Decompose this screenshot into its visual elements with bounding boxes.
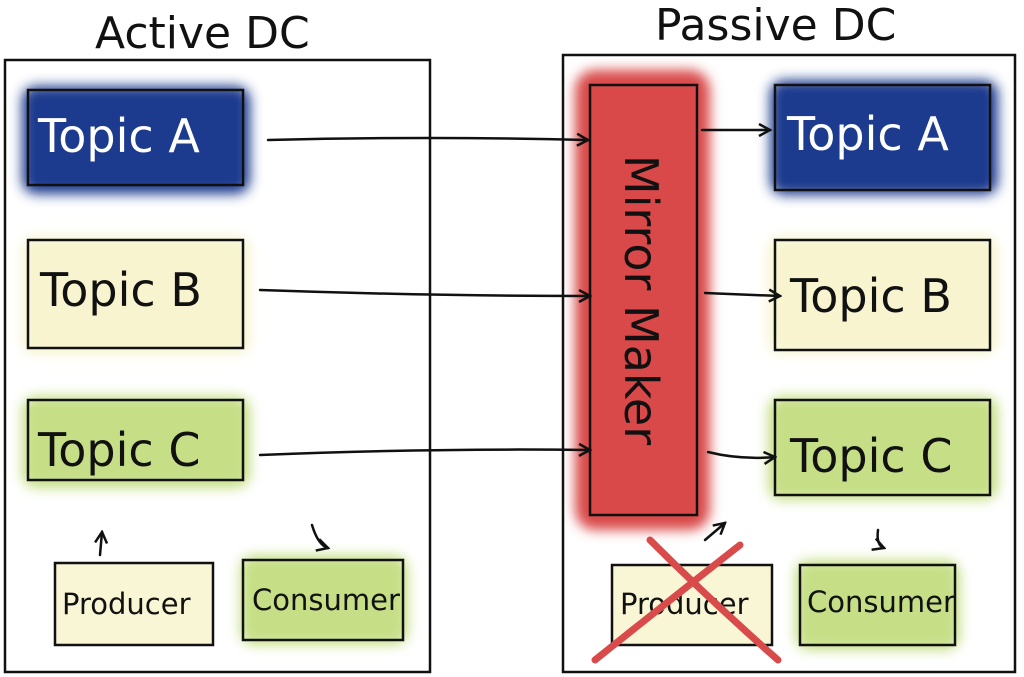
disabled-cross-icon (591, 536, 782, 664)
active-topic-b-label: Topic B (39, 263, 202, 317)
passive-dc-title: Passive DC (655, 0, 896, 51)
passive-topic-c-label: Topic C (789, 429, 952, 483)
passive-producer: Producer (591, 536, 782, 664)
passive-topic-b-label: Topic B (789, 269, 952, 323)
arrow-mirror-to-topic-b (703, 293, 780, 296)
mirror-maker-label: Mirror Maker (614, 155, 668, 445)
passive-dc-frame (561, 53, 1017, 674)
passive-topic-a-label: Topic A (786, 107, 949, 161)
producer-arrow (100, 532, 102, 557)
active-topic-a: Topic A (22, 86, 250, 194)
active-topic-c-label: Topic C (37, 423, 200, 477)
passive-topic-b: Topic B (768, 236, 998, 354)
arrow-topic-c-to-mirror (258, 450, 590, 455)
passive-topic-a: Topic A (770, 80, 998, 195)
active-producer: Producer (53, 561, 215, 647)
active-dc-frame (3, 58, 432, 674)
arrow-topic-a-to-mirror (266, 138, 588, 140)
active-consumer: Consumer (240, 555, 408, 645)
passive-consumer-arrow (878, 528, 884, 548)
active-topic-b: Topic B (22, 236, 250, 354)
active-topic-c: Topic C (22, 396, 250, 488)
active-topic-a-label: Topic A (37, 109, 200, 163)
passive-consumer-label: Consumer (807, 585, 955, 619)
active-dc-title: Active DC (95, 8, 310, 59)
arrow-topic-b-to-mirror (258, 288, 590, 296)
passive-consumer: Consumer (795, 560, 960, 650)
passive-topic-c: Topic C (768, 396, 998, 500)
consumer-arrow (310, 523, 328, 548)
active-producer-label: Producer (62, 587, 191, 621)
arrow-mirror-to-topic-c (706, 450, 775, 458)
passive-producer-arrow (703, 523, 725, 542)
active-consumer-label: Consumer (252, 583, 400, 617)
mirror-maker: Mirror Maker (575, 70, 710, 530)
